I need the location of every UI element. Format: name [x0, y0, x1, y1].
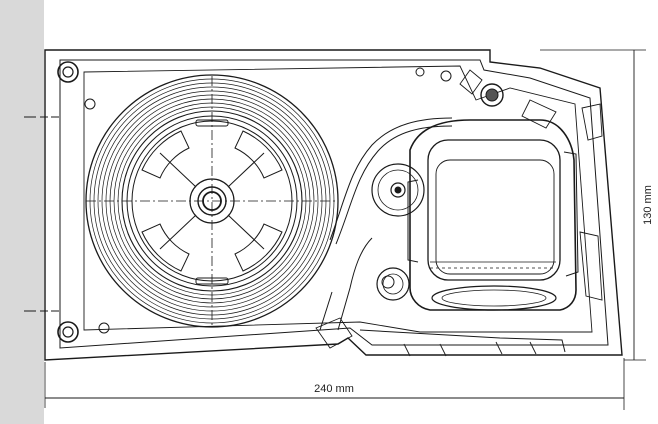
motor-unit [407, 119, 579, 311]
height-dimension-label: 130 mm [642, 185, 654, 225]
wall-mount-marks [24, 116, 62, 312]
extension-lines [44, 49, 646, 410]
housing-details [315, 69, 603, 357]
lower-roller [376, 267, 410, 301]
housing-outline [44, 49, 623, 361]
corner-screw-top-right [480, 83, 504, 107]
height-dimension: 130 mm [633, 50, 654, 360]
wall-strip [0, 0, 44, 424]
small-holes [84, 67, 452, 334]
center-lines [86, 76, 338, 328]
corner-screw-top-left [57, 61, 79, 83]
width-dimension-label: 240 mm [314, 383, 354, 395]
corner-screw-bottom-left [57, 321, 79, 343]
belt-strip [319, 117, 453, 331]
width-dimension: 240 mm [45, 383, 624, 399]
guide-roller [371, 163, 425, 217]
